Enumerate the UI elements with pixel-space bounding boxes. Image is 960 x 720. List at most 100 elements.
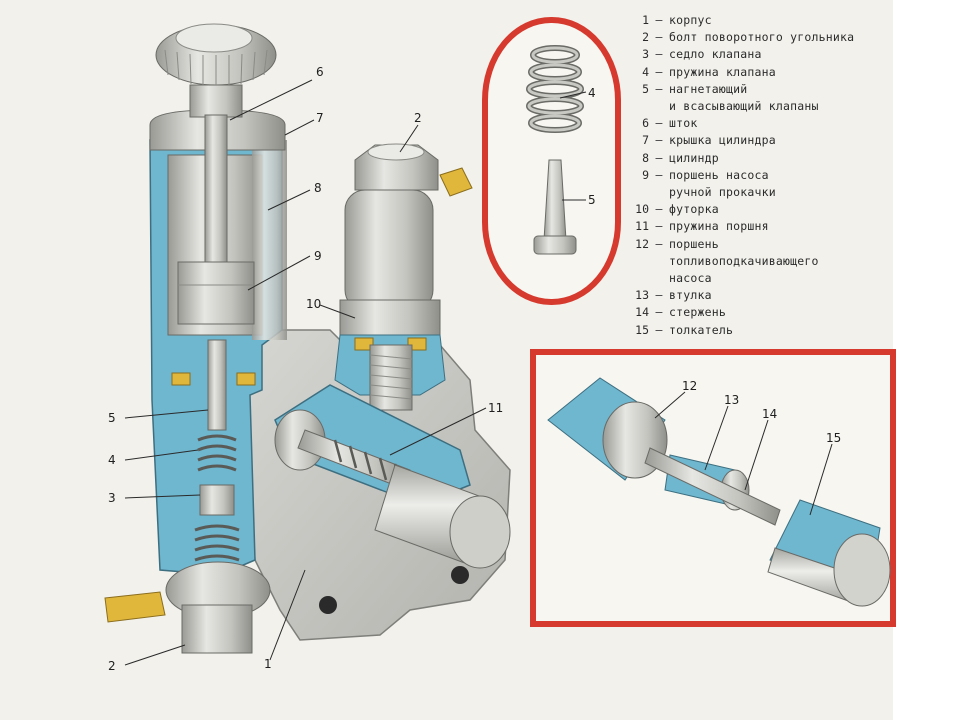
legend-dash: — [655, 13, 663, 27]
legend-dash: — [655, 47, 663, 62]
legend-number: 3 [642, 47, 649, 62]
legend-dash: — [655, 133, 663, 148]
legend-label: втулка [669, 288, 712, 303]
legend-row: 13 — втулка [618, 287, 893, 304]
inset-pusher-end [833, 533, 891, 607]
knurl-ridges [164, 49, 268, 85]
callout-14: 14 [762, 407, 777, 421]
callout-7: 7 [316, 111, 324, 125]
legend-label: ручной прокачки [669, 185, 776, 200]
threads [369, 354, 413, 400]
legend-label: футорка [669, 202, 719, 217]
callout-11: 11 [488, 401, 503, 415]
main-pump-cutaway [104, 23, 511, 654]
callout-2-bottom: 2 [108, 659, 116, 673]
pusher-inset [530, 349, 896, 627]
knob-top [175, 23, 253, 53]
leader-lines [124, 79, 833, 666]
legend-row: 15 — толкатель [618, 322, 893, 339]
callout-5-inset: 5 [588, 193, 596, 207]
brass-outlet-fitting [439, 167, 473, 197]
legend-number: 5 [642, 81, 649, 96]
legend-dash [649, 270, 669, 287]
callout-8: 8 [314, 181, 322, 195]
legend-dash: — [655, 236, 663, 251]
bushing-nut [339, 299, 441, 336]
legend-number: 13 [635, 288, 649, 303]
legend-label: поршень [669, 236, 719, 251]
inset-valve-base [533, 235, 577, 255]
legend-row: 9—поршень насоса [618, 167, 893, 184]
brass-seal [171, 372, 191, 386]
legend-number: 1 [642, 13, 649, 27]
legend-row: 4—пружина клапана [618, 64, 893, 81]
legend-label: толкатель [669, 322, 734, 337]
legend-label: насоса [669, 271, 712, 286]
legend-label: и всасывающий клапаны [669, 99, 819, 114]
callout-4-main: 4 [108, 453, 116, 467]
legend-dash: — [655, 288, 663, 303]
inset-rod [644, 447, 781, 526]
legend-number: 15 [635, 322, 649, 337]
legend-label: поршень насоса [669, 167, 769, 182]
valve-inset [482, 17, 621, 305]
hand-pump-piston [177, 261, 255, 325]
legend-row: 2 — болт поворотного угольника [618, 29, 893, 46]
legend-label: корпус [669, 13, 712, 27]
legend-number: 11 [635, 219, 649, 234]
legend-label: нагнетающий [669, 81, 748, 96]
legend-row: ручной прокачки [618, 184, 893, 201]
legend-label: стержень [669, 305, 726, 320]
legend-dash [649, 184, 669, 201]
knob-neck [189, 84, 243, 118]
legend-number: 6 [642, 116, 649, 131]
callout-13: 13 [724, 393, 739, 407]
lower-valve-spring [194, 524, 240, 562]
legend-row: 7—крышка цилиндра [618, 132, 893, 149]
legend-dash: — [655, 64, 663, 79]
legend-number [618, 270, 649, 287]
mount-hole-icon [319, 596, 337, 614]
legend-row: 8—цилиндр [618, 150, 893, 167]
legend-label: шток [669, 116, 698, 131]
legend-row: 10—футорка [618, 201, 893, 218]
legend-dash: — [655, 81, 663, 96]
callout-12: 12 [682, 379, 697, 393]
legend-dash: — [655, 167, 663, 182]
legend-dash: — [655, 30, 663, 45]
piston-rod [204, 114, 228, 276]
legend-label: седло клапана [669, 47, 762, 62]
callout-6: 6 [316, 65, 324, 79]
legend-dash [649, 253, 669, 270]
legend-label: пружина клапана [669, 64, 776, 79]
bottom-bolt [181, 604, 253, 654]
brass-inlet-fitting [104, 591, 166, 623]
callout-9: 9 [314, 249, 322, 263]
legend-dash: — [655, 305, 663, 320]
legend-number [618, 184, 649, 201]
legend-row: 3 — седло клапана [618, 46, 893, 63]
valve-seat [199, 484, 235, 516]
legend-dash: — [655, 116, 663, 131]
legend-number: 7 [642, 133, 649, 148]
pusher-end [449, 495, 511, 569]
legend-dash: — [655, 219, 663, 234]
legend-row: 12—поршень [618, 236, 893, 253]
legend-label: топливоподкачивающего [669, 253, 819, 268]
legend-number: 2 [642, 30, 649, 45]
cylinder-outer [252, 140, 287, 340]
legend-dash: — [655, 322, 663, 337]
brass-seal [236, 372, 256, 386]
legend-number: 14 [635, 305, 649, 320]
legend-row: 11—пружина поршня [618, 218, 893, 235]
parts-legend: 1 — корпус 2 — болт поворотного угольника 3 — се… [618, 12, 893, 339]
callout-2-top: 2 [414, 111, 422, 125]
outlet-column [344, 189, 434, 311]
callout-3: 3 [108, 491, 116, 505]
legend-label: болт поворотного угольника [669, 30, 855, 45]
legend-dash [649, 98, 669, 115]
legend-dash: — [655, 150, 663, 165]
legend-row: топливоподкачивающего [618, 253, 893, 270]
